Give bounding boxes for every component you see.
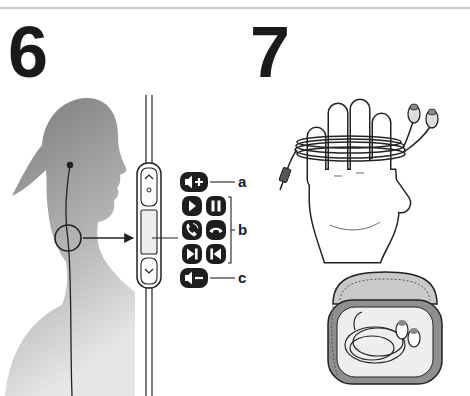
- hand-wrapping-cable: [279, 100, 438, 262]
- inline-remote: [137, 95, 178, 396]
- woman-silhouette: [5, 98, 135, 396]
- button-icons: [180, 172, 226, 288]
- top-rule: [0, 8, 470, 9]
- callout-letter: c: [238, 270, 246, 285]
- earphone-cable: [55, 162, 133, 396]
- carrying-case: [328, 272, 442, 384]
- leader-lines: [210, 182, 235, 278]
- step-number: 7: [250, 16, 290, 88]
- callout-letter: a: [238, 174, 246, 189]
- callout-letter: b: [238, 222, 247, 237]
- step-number: 6: [8, 16, 48, 88]
